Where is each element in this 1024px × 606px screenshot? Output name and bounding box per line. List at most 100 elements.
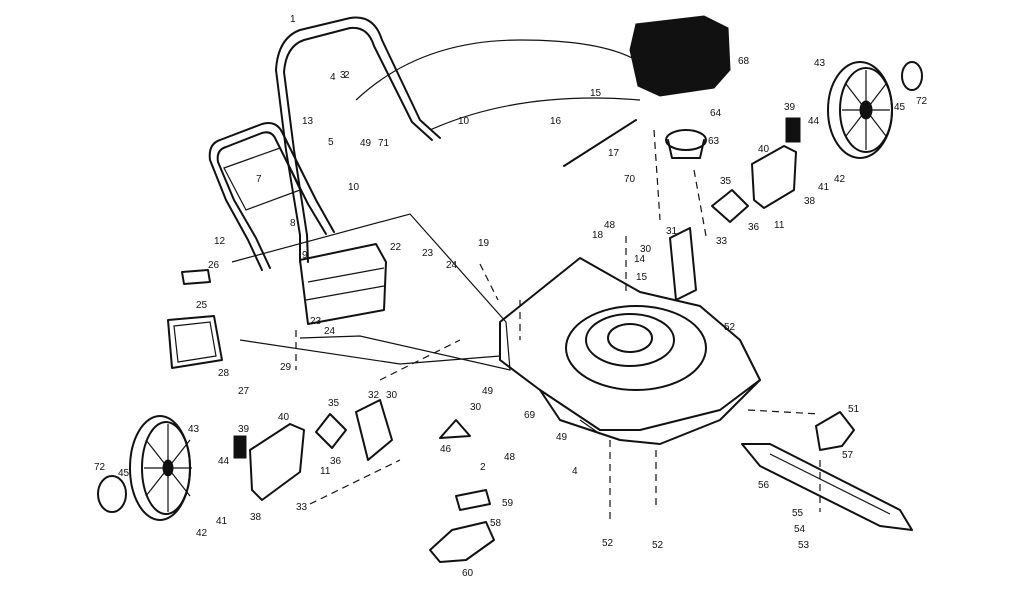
part-label-38b: 38 bbox=[804, 196, 816, 207]
engine bbox=[629, 15, 731, 97]
part-label-11b: 11 bbox=[774, 220, 785, 231]
part-label-15b: 15 bbox=[636, 272, 648, 283]
part-label-24b: 24 bbox=[324, 326, 336, 337]
part-label-39a: 39 bbox=[238, 424, 250, 435]
engine-filter bbox=[665, 129, 707, 151]
part-label-13: 13 bbox=[302, 116, 314, 127]
part-label-48a: 48 bbox=[604, 220, 616, 231]
part-label-42b: 42 bbox=[834, 174, 846, 185]
part-label-48b: 48 bbox=[504, 452, 516, 463]
right-hubcap bbox=[901, 61, 923, 91]
part-label-41b: 41 bbox=[818, 182, 830, 193]
control-cable bbox=[429, 97, 641, 131]
part-label-46: 46 bbox=[440, 444, 452, 455]
part-label-40b: 40 bbox=[758, 144, 770, 155]
part-label-52a: 52 bbox=[724, 322, 736, 333]
part-label-40a: 40 bbox=[278, 412, 290, 423]
part-label-51: 51 bbox=[848, 404, 860, 415]
part-label-10b: 10 bbox=[348, 182, 360, 193]
rear-deflector bbox=[299, 243, 387, 325]
axle-bracket bbox=[439, 419, 471, 439]
part-label-24a: 24 bbox=[446, 260, 458, 271]
part-label-44a: 44 bbox=[218, 456, 230, 467]
part-label-4: 4 bbox=[330, 72, 336, 83]
part-label-35b: 35 bbox=[720, 176, 732, 187]
part-label-9: 9 bbox=[302, 250, 308, 261]
part-label-56: 56 bbox=[758, 480, 770, 491]
part-label-18: 18 bbox=[592, 230, 604, 241]
part-label-30a: 30 bbox=[386, 390, 398, 401]
part-label-19: 19 bbox=[478, 238, 490, 249]
part-label-69: 69 bbox=[524, 410, 536, 421]
part-label-53: 53 bbox=[798, 540, 810, 551]
part-label-35a: 35 bbox=[328, 398, 340, 409]
part-label-31: 31 bbox=[666, 226, 678, 237]
label-plate bbox=[181, 269, 211, 285]
part-label-33b: 33 bbox=[716, 236, 728, 247]
right-pivot-plate bbox=[711, 189, 749, 223]
part-label-59: 59 bbox=[502, 498, 514, 509]
axle-rod bbox=[239, 339, 501, 365]
part-label-55: 55 bbox=[792, 508, 804, 519]
lower-handle bbox=[208, 122, 335, 271]
part-label-63: 63 bbox=[708, 136, 720, 147]
rear-bracket-outline bbox=[231, 213, 511, 371]
part-label-2b: 2 bbox=[480, 462, 486, 473]
part-label-54: 54 bbox=[794, 524, 806, 535]
part-label-4b: 4 bbox=[572, 466, 578, 477]
upper-handle bbox=[275, 16, 441, 263]
part-label-30c: 30 bbox=[640, 244, 652, 255]
part-label-30b: 30 bbox=[470, 402, 482, 413]
part-label-23b: 23 bbox=[310, 316, 322, 327]
part-label-52c: 52 bbox=[652, 540, 664, 551]
part-label-43b: 43 bbox=[814, 58, 826, 69]
part-label-8: 8 bbox=[290, 218, 296, 229]
right-wheel bbox=[827, 61, 893, 159]
part-label-44b: 44 bbox=[808, 116, 820, 127]
part-label-25: 25 bbox=[196, 300, 208, 311]
part-label-23a: 23 bbox=[422, 248, 434, 259]
blade-adapter bbox=[815, 411, 855, 451]
part-label-60: 60 bbox=[462, 568, 474, 579]
part-label-2: 2 bbox=[344, 70, 350, 81]
right-height-adjuster bbox=[751, 117, 801, 209]
left-wheel-bracket bbox=[355, 399, 393, 461]
catcher-bag bbox=[167, 315, 223, 369]
part-label-70: 70 bbox=[624, 174, 636, 185]
part-label-7: 7 bbox=[256, 174, 262, 185]
part-label-38a: 38 bbox=[250, 512, 262, 523]
part-label-71: 71 bbox=[378, 138, 390, 149]
right-wheel-bracket bbox=[669, 227, 697, 301]
part-label-52b: 52 bbox=[602, 538, 614, 549]
part-label-17: 17 bbox=[608, 148, 620, 159]
part-label-33a: 33 bbox=[296, 502, 308, 513]
part-label-36a: 36 bbox=[330, 456, 342, 467]
part-label-68: 68 bbox=[738, 56, 750, 67]
left-pivot-plate bbox=[315, 413, 347, 449]
throttle-cable bbox=[355, 39, 637, 101]
part-label-16: 16 bbox=[550, 116, 562, 127]
part-label-11a: 11 bbox=[320, 466, 331, 477]
part-label-49c: 49 bbox=[482, 386, 494, 397]
part-label-15a: 15 bbox=[590, 88, 602, 99]
part-label-72b: 72 bbox=[916, 96, 928, 107]
part-label-45b: 45 bbox=[894, 102, 906, 113]
part-label-26: 26 bbox=[208, 260, 220, 271]
part-label-1: 1 bbox=[290, 14, 296, 25]
part-label-49b: 49 bbox=[556, 432, 568, 443]
left-wheel bbox=[129, 415, 192, 521]
part-label-72a: 72 bbox=[94, 462, 106, 473]
part-label-10a: 10 bbox=[458, 116, 470, 127]
mulch-plug bbox=[429, 521, 495, 563]
part-label-58: 58 bbox=[490, 518, 502, 529]
part-label-28: 28 bbox=[218, 368, 230, 379]
part-label-3: 3 bbox=[340, 70, 346, 81]
rod bbox=[563, 119, 637, 167]
mower-deck bbox=[499, 257, 761, 445]
part-label-14: 14 bbox=[634, 254, 646, 265]
part-label-27: 27 bbox=[238, 386, 250, 397]
part-label-57: 57 bbox=[842, 450, 854, 461]
part-label-22: 22 bbox=[390, 242, 402, 253]
part-label-42a: 42 bbox=[196, 528, 208, 539]
